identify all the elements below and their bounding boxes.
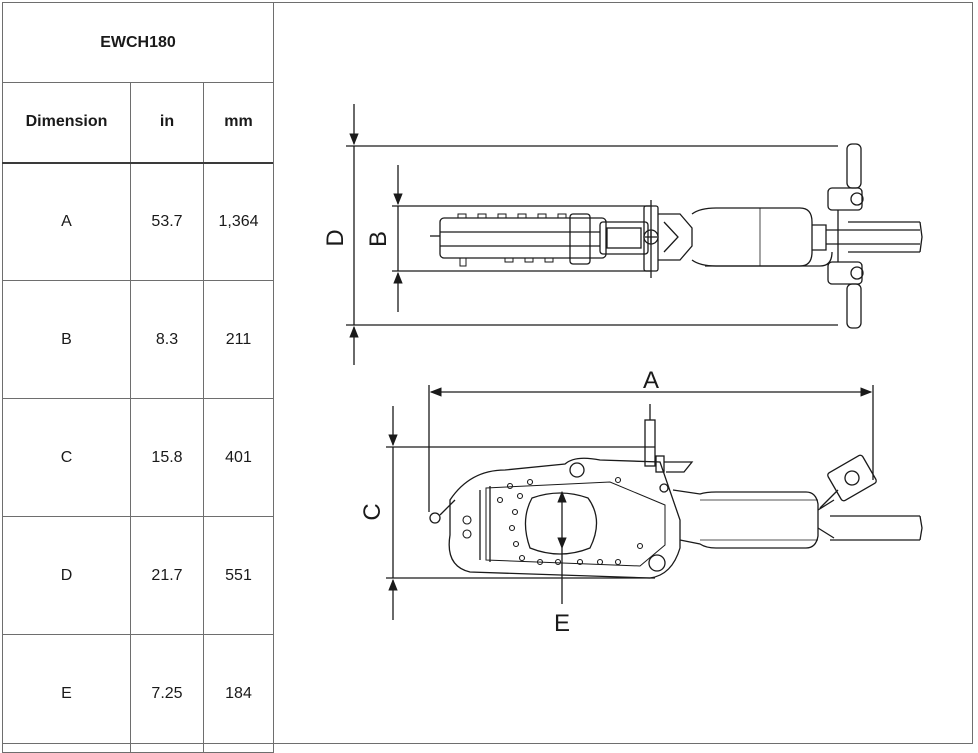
- label-c: C: [359, 503, 386, 520]
- table-header-row: Dimension in mm: [2, 82, 275, 164]
- row-dimension: E: [2, 634, 131, 753]
- model-name: EWCH180: [1, 2, 275, 83]
- row-mm: 401: [202, 398, 275, 517]
- row-in: 53.7: [130, 162, 204, 281]
- top-view-tool: [346, 143, 923, 329]
- table-row: A 53.7 1,364: [2, 162, 275, 281]
- row-mm: 211: [202, 280, 275, 399]
- header-in: in: [130, 82, 204, 164]
- table-row: E 7.25 184: [2, 634, 275, 753]
- row-dimension: A: [2, 162, 131, 281]
- label-e: E: [554, 610, 570, 637]
- technical-drawing: A B C D E: [322, 104, 923, 637]
- row-mm: 184: [202, 634, 275, 753]
- row-dimension: D: [2, 516, 131, 635]
- row-in: 21.7: [130, 516, 204, 635]
- row-dimension: C: [2, 398, 131, 517]
- row-in: 7.25: [130, 634, 204, 753]
- table-row: B 8.3 211: [2, 280, 275, 399]
- row-mm: 551: [202, 516, 275, 635]
- label-d: D: [322, 229, 349, 246]
- header-dimension: Dimension: [2, 82, 131, 164]
- column-divider: [273, 2, 274, 744]
- row-mm: 1,364: [202, 162, 275, 281]
- table-row: C 15.8 401: [2, 398, 275, 517]
- side-view-tool: [386, 385, 923, 579]
- label-b: B: [365, 231, 392, 247]
- row-in: 15.8: [130, 398, 204, 517]
- dimension-table: EWCH180 Dimension in mm A 53.7 1,364 B 8…: [1, 2, 275, 753]
- header-mm: mm: [202, 82, 275, 164]
- row-dimension: B: [2, 280, 131, 399]
- row-in: 8.3: [130, 280, 204, 399]
- label-a: A: [643, 367, 659, 394]
- table-row: D 21.7 551: [2, 516, 275, 635]
